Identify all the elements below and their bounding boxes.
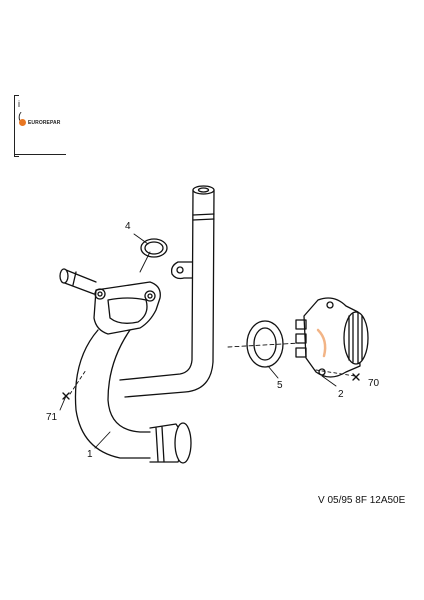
water-pump (295, 297, 369, 378)
pipe-main (74, 329, 192, 464)
callout-4: 4 (125, 221, 131, 232)
housing-flange (93, 281, 161, 335)
logo-mark-bottom: ( (18, 111, 22, 123)
leader-4 (133, 233, 149, 245)
pipe-vertical (119, 185, 215, 398)
logo-bracket (14, 95, 19, 157)
diagram-reference: V 05/95 8F 12A50E (318, 495, 406, 506)
brand-icon (19, 119, 26, 126)
callout-2: 2 (338, 389, 344, 400)
bolt-70-icon (352, 373, 360, 381)
logo-mark-top: i (18, 99, 20, 109)
leader-2 (321, 375, 337, 387)
bolt-71-icon (62, 392, 70, 400)
leader-70 (315, 369, 356, 377)
logo-underline (14, 154, 66, 155)
pipe-bracket (170, 261, 193, 280)
callout-70: 70 (368, 378, 380, 389)
leader-lines (59, 233, 356, 449)
leader-71b (69, 369, 87, 395)
leader-71 (59, 395, 67, 411)
callout-5: 5 (277, 380, 283, 391)
leader-4b (139, 251, 151, 273)
seal-ring-small (140, 238, 168, 258)
bolt-markers (62, 373, 360, 400)
leader-5 (267, 365, 279, 379)
brand-name: EUROREPAR (28, 119, 61, 126)
axis-line (227, 342, 301, 348)
callout-1: 1 (87, 449, 93, 460)
logo-frame: i ( (14, 95, 66, 157)
gasket-ring (246, 320, 284, 368)
outlet-tube (59, 268, 97, 295)
callout-71: 71 (46, 412, 58, 423)
leader-1 (94, 431, 111, 449)
brand-logo: EUROREPAR (19, 119, 60, 126)
